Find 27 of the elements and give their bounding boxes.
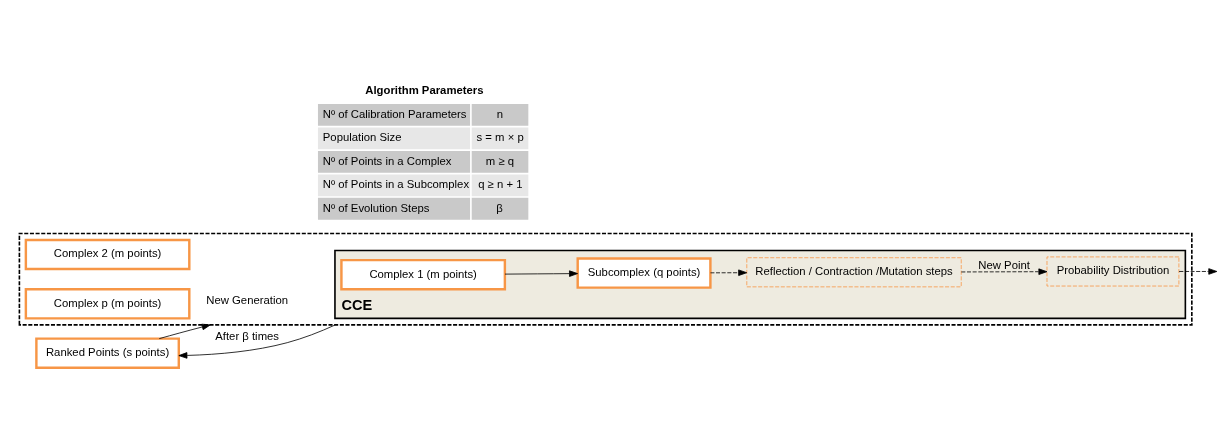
- node-box: Ranked Points (s points): [35, 337, 180, 369]
- arrow: [710, 269, 748, 276]
- node-box: Reflection / Contraction /Mutation steps: [746, 257, 962, 288]
- label: Nº of Evolution Steps: [322, 201, 430, 214]
- cluster: [18, 232, 1193, 326]
- label: n: [496, 107, 504, 120]
- node-box: Complex 1 (m points): [340, 258, 507, 291]
- edge-label: New Point: [978, 259, 1030, 272]
- node-box: Complex 2 (m points): [24, 238, 191, 271]
- edge-label: After β times: [215, 329, 280, 342]
- arrow: [504, 270, 578, 277]
- label: Population Size: [322, 131, 402, 144]
- arrow: [178, 324, 336, 359]
- label: m ≥ q: [485, 154, 515, 167]
- label: q ≥ n + 1: [478, 178, 523, 191]
- label: Nº of Points in a Subcomplex: [322, 178, 470, 191]
- arrow: [1178, 268, 1218, 275]
- node-box: Complex p (m points): [24, 288, 191, 320]
- arrow: [960, 268, 1048, 275]
- node-box: Probability Distribution: [1046, 256, 1180, 287]
- label: Algorithm Parameters: [365, 83, 484, 96]
- label: Nº of Calibration Parameters: [322, 107, 467, 120]
- label: s = m × p: [476, 131, 524, 144]
- edge-label: New Generation: [206, 294, 289, 306]
- node-box: Subcomplex (q points): [576, 257, 712, 289]
- label: β: [496, 201, 503, 214]
- label: Nº of Points in a Complex: [322, 154, 452, 167]
